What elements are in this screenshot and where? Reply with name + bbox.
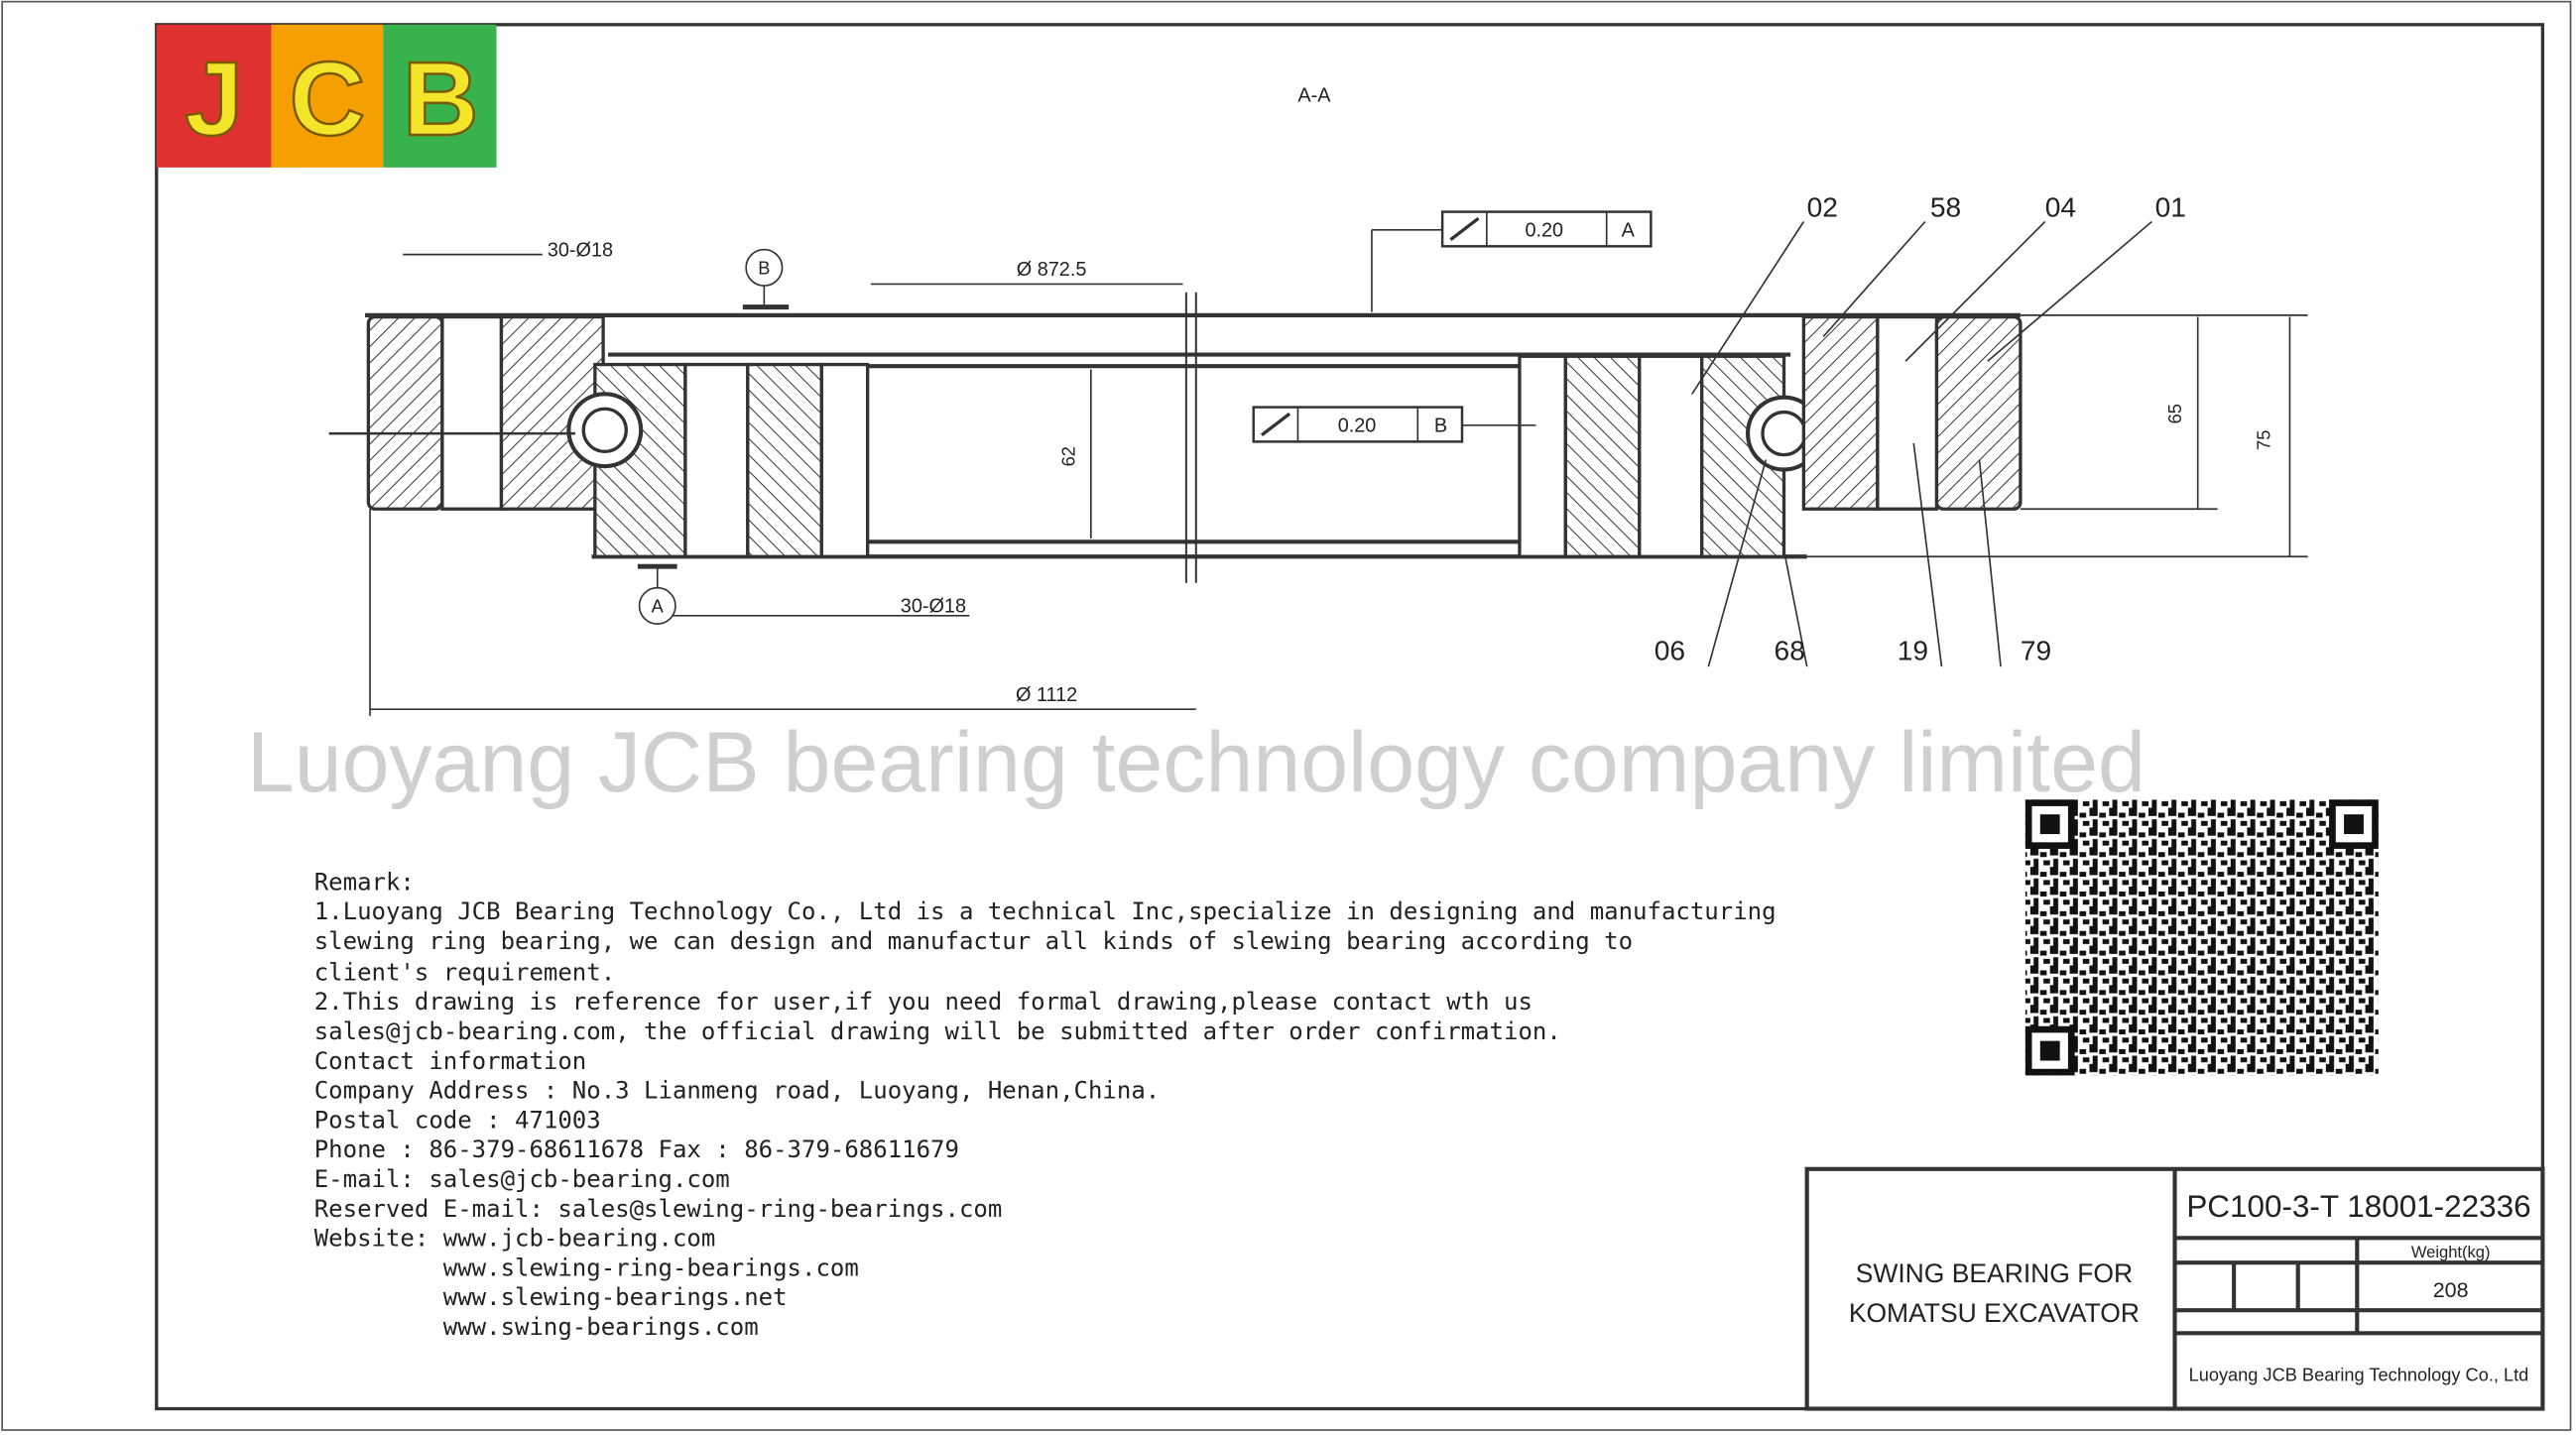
tolerance-frame-b: 0.20 B xyxy=(1252,406,1464,443)
title-description-line2: KOMATSU EXCAVATOR xyxy=(1849,1298,2140,1328)
remark-line: sales@jcb-bearing.com, the official draw… xyxy=(314,1017,1561,1045)
tolerance-b-value: 0.20 xyxy=(1338,415,1377,436)
jcb-logo: J C B xyxy=(156,24,497,168)
title-block: SWING BEARING FOR KOMATSU EXCAVATOR PC10… xyxy=(1804,1166,2545,1411)
section-label: A-A xyxy=(1297,85,1331,107)
remark-line: Postal code : 471003 xyxy=(314,1106,601,1134)
weight-value: 208 xyxy=(2433,1278,2469,1302)
datum-b-label: B xyxy=(758,258,770,278)
dim-inner-diameter: Ø 872.5 xyxy=(1017,259,1087,281)
part-01: 01 xyxy=(2155,192,2186,223)
remark-line: 1.Luoyang JCB Bearing Technology Co., Lt… xyxy=(314,897,1777,925)
part-58: 58 xyxy=(1930,192,1961,223)
dim-height-65: 65 xyxy=(2165,404,2185,423)
datum-a-label: A xyxy=(652,597,665,617)
remark-line: www.slewing-bearings.net xyxy=(314,1283,788,1311)
qr-code xyxy=(2024,799,2379,1076)
remark-line: slewing ring bearing, we can design and … xyxy=(314,927,1633,955)
tolerance-b-datum: B xyxy=(1434,415,1447,436)
remark-line: www.slewing-ring-bearings.com xyxy=(314,1254,859,1281)
part-06: 06 xyxy=(1655,636,1685,666)
part-number-labels: 02 58 04 01 06 68 19 79 xyxy=(1655,192,2186,666)
remark-line: 2.This drawing is reference for user,if … xyxy=(314,988,1533,1016)
part-19: 19 xyxy=(1898,636,1928,666)
remark-line: Company Address : No.3 Lianmeng road, Lu… xyxy=(314,1077,1161,1105)
inner-frame xyxy=(155,23,2545,1411)
part-79: 79 xyxy=(2021,636,2051,666)
tolerance-frame-a: 0.20 A xyxy=(1440,210,1653,248)
tolerance-a-value: 0.20 xyxy=(1525,219,1563,241)
datum-a: A xyxy=(637,563,677,625)
remark-line: Reserved E-mail: sales@slewing-ring-bear… xyxy=(314,1195,1003,1223)
dim-holes-inner: 30-Ø18 xyxy=(901,596,966,618)
remarks-block: Remark: 1.Luoyang JCB Bearing Technology… xyxy=(314,868,1777,1341)
svg-text:C: C xyxy=(290,41,366,158)
part-04: 04 xyxy=(2045,192,2076,223)
svg-text:J: J xyxy=(184,41,243,158)
tolerance-a-datum: A xyxy=(1622,219,1636,241)
dim-outer-diameter: Ø 1112 xyxy=(1016,684,1077,706)
remark-line: Website: www.jcb-bearing.com xyxy=(314,1225,716,1253)
weight-label: Weight(kg) xyxy=(2411,1243,2491,1261)
dim-height-75: 75 xyxy=(2255,430,2274,450)
dim-holes-outer: 30-Ø18 xyxy=(548,239,613,261)
remark-line: E-mail: sales@jcb-bearing.com xyxy=(314,1165,730,1193)
title-description-line1: SWING BEARING FOR xyxy=(1856,1258,2133,1288)
dim-height-62: 62 xyxy=(1058,446,1078,466)
title-part-number: PC100-3-T 18001-22336 xyxy=(2186,1189,2530,1224)
remark-line: Contact information xyxy=(314,1047,587,1075)
bearing-cross-section xyxy=(328,220,2308,716)
part-68: 68 xyxy=(1775,636,1805,666)
watermark: Luoyang JCB bearing technology company l… xyxy=(247,715,2146,810)
remark-line: Remark: xyxy=(314,868,415,896)
svg-text:B: B xyxy=(403,41,479,158)
remark-line: client's requirement. xyxy=(314,958,615,986)
datum-b: B xyxy=(742,248,790,310)
part-02: 02 xyxy=(1807,192,1838,223)
remark-line: www.swing-bearings.com xyxy=(314,1313,759,1341)
title-company: Luoyang JCB Bearing Technology Co., Ltd xyxy=(2189,1365,2529,1384)
remark-line: Phone : 86-379-68611678 Fax : 86-379-686… xyxy=(314,1136,959,1163)
